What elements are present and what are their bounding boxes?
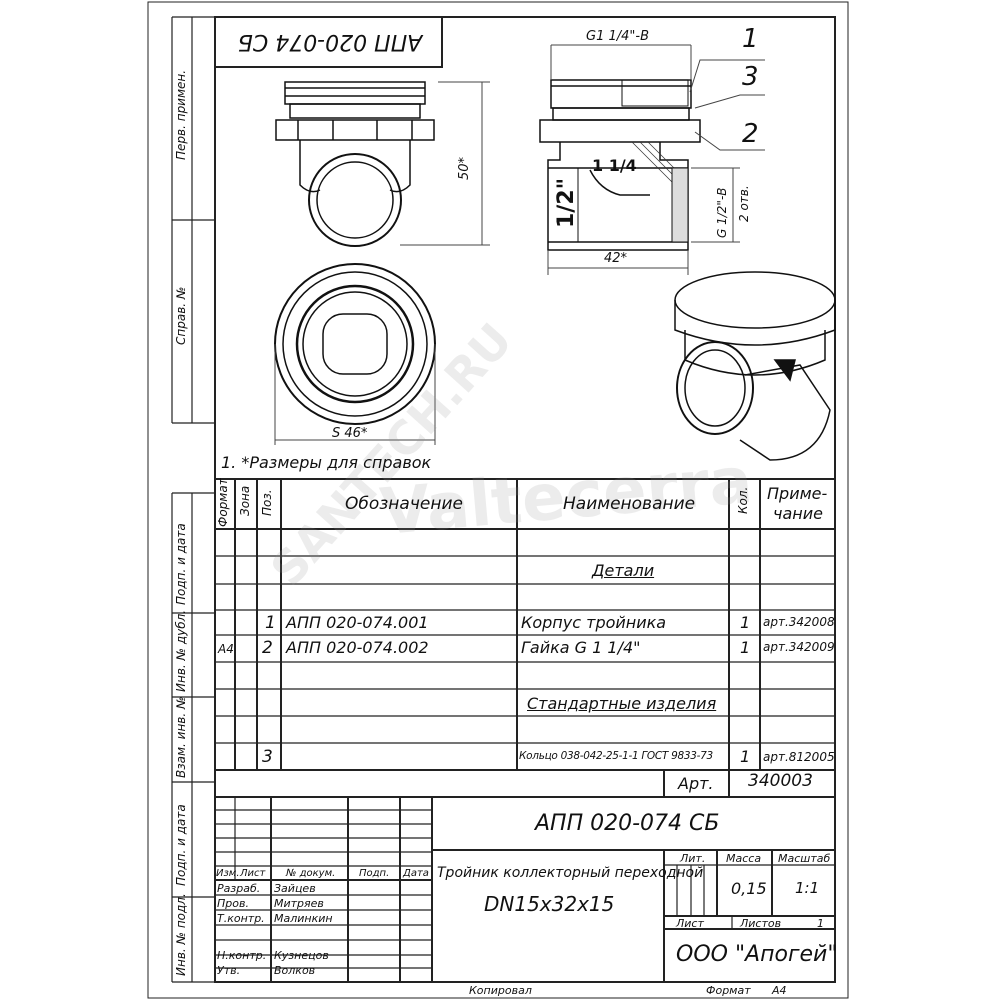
stamp-vzam-inv: Взам. инв. № bbox=[174, 696, 188, 778]
row-poz: 1 bbox=[265, 613, 276, 633]
row-qty: 1 bbox=[740, 613, 751, 632]
name-prov: Митряев bbox=[274, 897, 324, 910]
section-standard: Стандартные изделия bbox=[527, 694, 717, 713]
bottom-view-dims bbox=[274, 344, 436, 445]
product-line2: DN15x32x15 bbox=[484, 892, 615, 916]
dim-g114: G1 1/4"-B bbox=[586, 29, 649, 44]
row-poz: 2 bbox=[262, 638, 273, 658]
hdr-oboznachenie: Обозначение bbox=[345, 494, 463, 514]
masshtab-label: Масштаб bbox=[778, 852, 831, 865]
row-format: А4 bbox=[218, 642, 234, 656]
hdr-primechanie-1: Приме- bbox=[767, 484, 828, 503]
row-code: АПП 020-074.001 bbox=[286, 613, 429, 632]
row-qty: 1 bbox=[740, 747, 751, 766]
dim-g12: G 1/2"-B bbox=[715, 187, 729, 238]
col-data: Дата bbox=[403, 868, 429, 879]
hdr-kol: Кол. bbox=[736, 486, 750, 514]
callout-1: 1 bbox=[742, 24, 759, 54]
format-label: Формат bbox=[706, 984, 751, 997]
section-details: Детали bbox=[592, 561, 655, 580]
col-podp: Подп. bbox=[359, 868, 390, 879]
section-solid-fill bbox=[547, 79, 689, 243]
stamp-inv-podl: Инв. № подл. bbox=[174, 893, 188, 976]
section-dims bbox=[547, 44, 765, 275]
dim-s46: S 46* bbox=[332, 426, 368, 441]
col-izm: Изм. bbox=[216, 868, 240, 879]
name-nkontr: Кузнецов bbox=[274, 949, 329, 962]
callout-2: 2 bbox=[742, 119, 759, 149]
row-name: Гайка G 1 1/4" bbox=[521, 638, 641, 657]
role-razrab: Разраб. bbox=[217, 882, 261, 895]
doc-code: АПП 020-074 СБ bbox=[535, 811, 720, 836]
role-prov: Пров. bbox=[217, 897, 249, 910]
row-qty: 1 bbox=[740, 638, 751, 657]
stamp-inv-dubl: Инв. № дубл. bbox=[174, 609, 188, 692]
dim-50: 50* bbox=[457, 156, 472, 180]
name-utv: Волков bbox=[274, 964, 316, 977]
kopiroval: Копировал bbox=[469, 984, 532, 997]
cast-1-1-4: 1 1/4 bbox=[592, 156, 637, 175]
hdr-poz: Поз. bbox=[260, 489, 274, 516]
list-label: Лист bbox=[676, 917, 704, 930]
listov-value: 1 bbox=[817, 917, 824, 930]
callout-3: 3 bbox=[742, 62, 759, 92]
product-line1: Тройник коллекторный переходной bbox=[437, 865, 704, 881]
name-tkontr: Малинкин bbox=[274, 912, 333, 925]
format-value: А4 bbox=[772, 984, 787, 997]
dim-42: 42* bbox=[604, 251, 628, 266]
sheet-outer-border bbox=[147, 1, 849, 999]
art-value: 340003 bbox=[748, 771, 813, 791]
stamp-sprav-no: Справ. № bbox=[174, 286, 188, 345]
stamp-perv-primen: Перв. примен. bbox=[174, 69, 188, 160]
dim-2otv: 2 отв. bbox=[737, 185, 751, 222]
role-utv: Утв. bbox=[217, 964, 241, 977]
top-code-mirrored: АПП 020-074 СБ bbox=[237, 29, 423, 54]
stamp-podp-data-1: Подп. и дата bbox=[174, 523, 188, 605]
listov-label: Листов bbox=[740, 917, 782, 930]
art-label: Арт. bbox=[678, 774, 714, 793]
hdr-format: Формат bbox=[216, 478, 230, 527]
massa-label: Масса bbox=[726, 852, 762, 865]
row-name: Корпус тройника bbox=[521, 613, 667, 632]
isometric-view bbox=[674, 271, 836, 461]
main-frame bbox=[214, 16, 836, 983]
drawing-note: 1. *Размеры для справок bbox=[221, 453, 432, 472]
cast-half-inch: 1/2" bbox=[554, 177, 579, 228]
col-docnum: № докум. bbox=[286, 868, 336, 879]
row-note: арт.342009 bbox=[763, 640, 835, 654]
hdr-zona: Зона bbox=[238, 485, 252, 516]
front-view bbox=[275, 81, 435, 247]
front-view-dims bbox=[400, 81, 490, 246]
row-code: АПП 020-074.002 bbox=[286, 638, 429, 657]
row-note: арт.342008 bbox=[763, 615, 835, 629]
massa-value: 0,15 bbox=[731, 879, 767, 898]
row-name: Кольцо 038-042-25-1-1 ГОСТ 9833-73 bbox=[519, 750, 713, 762]
lit-label: Лит. bbox=[680, 852, 706, 865]
role-nkontr: Н.контр. bbox=[217, 949, 267, 962]
hdr-primechanie-2: чание bbox=[773, 504, 823, 523]
row-note: арт.812005 bbox=[763, 750, 835, 764]
row-poz: 3 bbox=[262, 747, 273, 767]
col-list: Лист bbox=[240, 868, 266, 879]
company-name: ООО "Апогей" bbox=[676, 942, 838, 967]
name-razrab: Зайцев bbox=[274, 882, 316, 895]
hdr-naimenovanie: Наименование bbox=[563, 494, 696, 514]
stamp-podp-data-2: Подп. и дата bbox=[174, 804, 188, 886]
masshtab-value: 1:1 bbox=[795, 879, 820, 897]
role-tkontr: Т.контр. bbox=[217, 912, 265, 925]
